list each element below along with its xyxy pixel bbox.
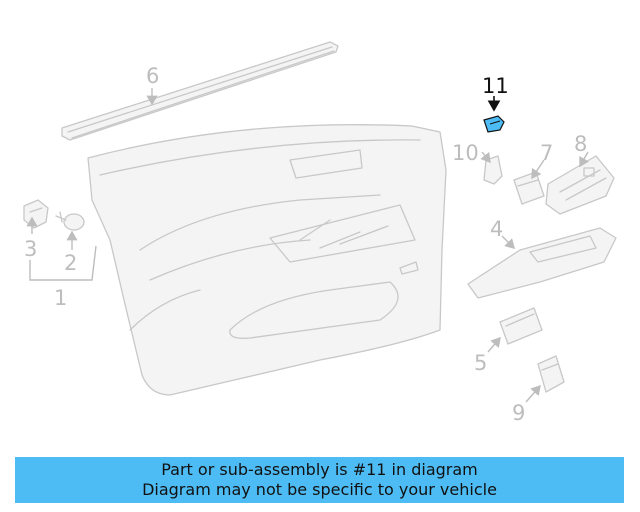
banner-line-2: Diagram may not be specific to your vehi… <box>142 480 497 499</box>
part-8-switch-panel <box>545 155 615 215</box>
callout-7: 7 <box>540 141 553 165</box>
leader-9 <box>525 384 541 403</box>
parts-diagram: 6 3 2 1 10 7 8 4 5 9 11 <box>23 41 617 425</box>
callout-10: 10 <box>452 141 479 165</box>
leader-5 <box>487 336 501 353</box>
part-9-switch <box>537 355 565 393</box>
part-7-switch <box>513 171 545 205</box>
callout-8: 8 <box>574 132 587 156</box>
leader-4 <box>501 235 515 249</box>
part-11-clip <box>483 115 505 133</box>
part-6-weatherstrip <box>61 41 339 141</box>
callout-4: 4 <box>490 217 503 241</box>
part-10-bracket <box>483 155 503 185</box>
callout-3: 3 <box>24 237 37 261</box>
callout-2: 2 <box>64 251 77 275</box>
door-trim-panel <box>87 124 447 396</box>
part-4-bezel <box>467 227 617 299</box>
leader-1 <box>29 245 97 281</box>
callout-5: 5 <box>474 351 487 375</box>
leader-10 <box>480 151 491 164</box>
leader-8 <box>579 151 590 168</box>
callout-1: 1 <box>54 286 67 310</box>
banner-line-1: Part or sub-assembly is #11 in diagram <box>161 460 478 479</box>
part-5-switch <box>499 307 543 345</box>
callout-9: 9 <box>512 401 525 425</box>
callout-11: 11 <box>482 74 509 98</box>
info-banner: Part or sub-assembly is #11 in diagram D… <box>15 457 624 503</box>
callout-6: 6 <box>146 64 159 88</box>
leader-7 <box>531 159 545 180</box>
part-2-clip <box>55 211 85 231</box>
part-3-clip <box>23 199 49 229</box>
